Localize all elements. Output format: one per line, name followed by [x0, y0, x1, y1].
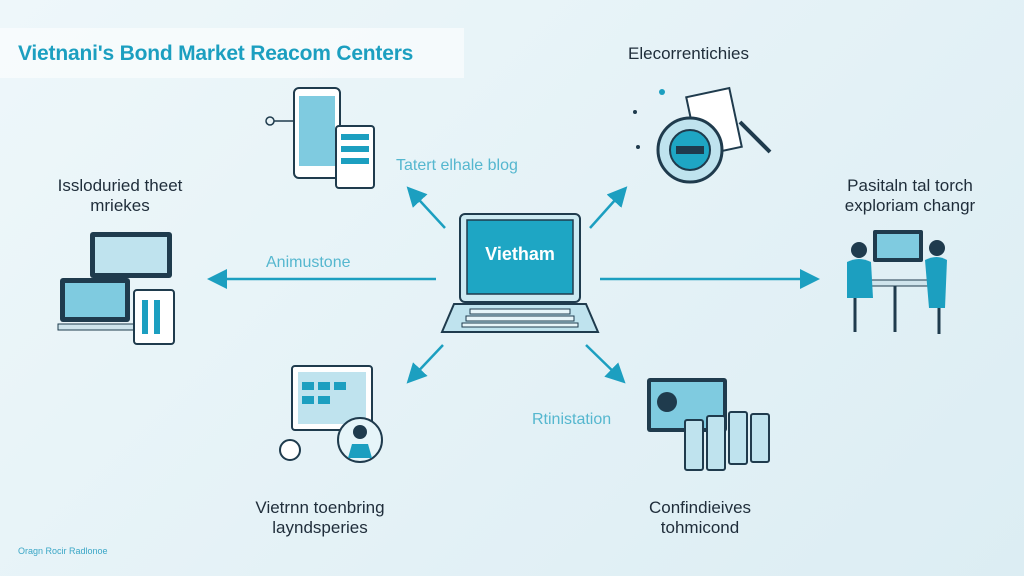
label-bottom-right: Confindieives tohmicond: [600, 498, 800, 538]
label-bottom-right-arrow: Rtinistation: [532, 411, 612, 428]
label-left-arrow: Animustone: [266, 254, 351, 271]
people-desk-icon: [847, 230, 947, 334]
label-bottom-right-line1: Confindieives: [648, 498, 752, 517]
page-title: Vietnani's Bond Market Reacom Centers: [18, 42, 414, 65]
arrow-down-left: [406, 344, 444, 384]
dashboard-person-icon: [279, 365, 383, 463]
label-right-line1: Pasitaln tal torch: [847, 176, 973, 195]
arrow-up-left: [406, 186, 446, 229]
label-bottom-left-line1: Vietrnn toenbring: [255, 498, 385, 517]
label-bottom-right-line2: tohmicond: [660, 518, 740, 537]
label-left-line1: Issloduried theet: [57, 176, 183, 195]
label-bottom-left-line2: layndsperies: [272, 518, 368, 537]
footer-text: Oragn Rocir Radlonoe: [18, 546, 108, 556]
laptop-screen-text: Vietham: [485, 244, 555, 264]
devices-icon: [647, 378, 770, 471]
label-bottom-left: Vietrnn toenbring layndsperies: [220, 498, 420, 538]
label-top-center: Tatert elhale blog: [396, 157, 518, 174]
label-left: Issloduried theet mriekes: [20, 176, 220, 216]
documents-icon: [265, 87, 375, 189]
title-band: [0, 28, 464, 78]
label-right: Pasitaln tal torch exploriam changr: [810, 176, 1010, 216]
label-right-line2: exploriam changr: [844, 196, 976, 215]
monitors-icon: [57, 232, 175, 345]
arrow-down-right: [585, 344, 626, 384]
label-top-right: Elecorrentichies: [628, 44, 749, 63]
arrow-up-right: [589, 186, 628, 229]
magnifier-gear-icon: [633, 86, 772, 184]
label-left-line2: mriekes: [90, 196, 150, 215]
laptop-icon: [440, 213, 600, 333]
